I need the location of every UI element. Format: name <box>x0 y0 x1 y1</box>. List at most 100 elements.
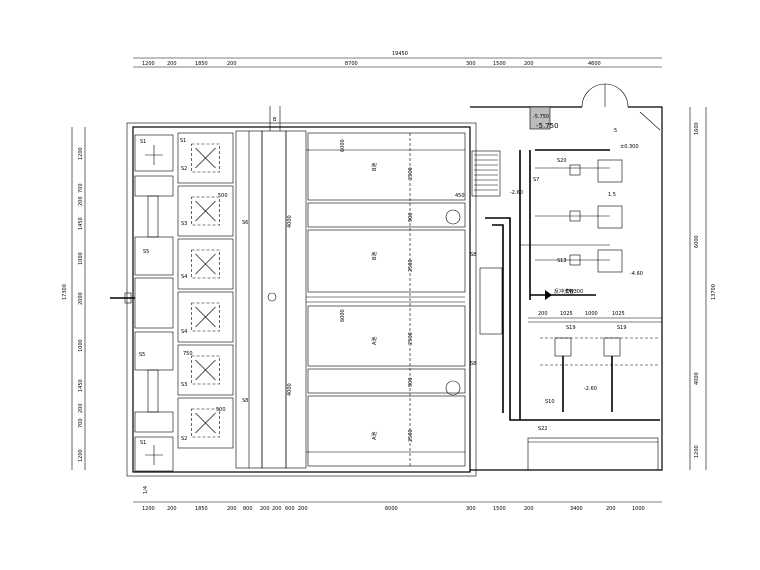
top-dim-6: 300 <box>466 61 476 67</box>
bot-dim-15: 200 <box>606 506 616 512</box>
left-chamber-column: S1 S1 S5 S5 <box>110 134 174 472</box>
label-s3-bottom: S3 <box>181 382 187 388</box>
bot-dim-2: 200 <box>167 506 177 512</box>
tank-hopper <box>191 249 220 279</box>
top-total-dim: 19450 <box>392 51 408 57</box>
tank-hopper <box>191 355 220 385</box>
room-dim-1025-2: 1025 <box>612 311 625 317</box>
label-s4-top: S4 <box>181 274 187 280</box>
pipe-gallery: -5.750 -5.750 ±0.300 5 1.5 -4.60 -2.60 -… <box>445 83 662 471</box>
label-s3-top: S3 <box>181 221 187 227</box>
label-s7: S7 <box>533 177 539 183</box>
label-b-top: B <box>273 117 277 123</box>
cell-label-b2: B池 <box>371 252 378 260</box>
channel-dim-4000-2: 4000 <box>287 383 293 396</box>
label-s1-bottom: S1 <box>140 440 146 446</box>
left-dim-7: 1000 <box>78 339 84 352</box>
cell-dim-900-1: 900 <box>408 212 414 222</box>
bot-dim-8: 600 <box>285 506 295 512</box>
tank-cell <box>177 291 234 343</box>
dn-label: DN300 <box>566 289 583 295</box>
room-dim-1025-1: 1025 <box>560 311 573 317</box>
tank-cross-line <box>195 147 216 169</box>
cell-dim-2500-2: 2500 <box>408 259 414 272</box>
bot-dim-16: 1000 <box>632 506 645 512</box>
dim-500-top: 500 <box>218 193 228 199</box>
left-dimension-chain: 17300 1200 700 200 1450 1000 2000 1000 1… <box>62 127 86 470</box>
right-dim-4: 1200 <box>694 445 700 458</box>
top-dim-1: 1200 <box>142 61 155 67</box>
top-dim-7: 1500 <box>493 61 506 67</box>
cell-dim-2500-3: 2500 <box>408 332 414 345</box>
channel-column: S6 S8 B <box>235 106 307 469</box>
left-dim-9: 200 <box>78 403 84 413</box>
bot-dim-11: 300 <box>466 506 476 512</box>
level-low-1: -2.60 <box>510 190 523 196</box>
label-s13: S13 <box>557 258 567 264</box>
left-dim-5: 1000 <box>78 252 84 265</box>
top-dim-8: 200 <box>524 61 534 67</box>
num-1-5: 1.5 <box>608 192 616 198</box>
label-s20-1: S20 <box>557 158 567 164</box>
left-dim-1: 1200 <box>78 147 84 160</box>
label-s19-2: S19 <box>617 325 627 331</box>
label-s22: S22 <box>538 426 548 432</box>
top-dimension-chain: 19450 1200 200 1850 200 8700 300 1500 20… <box>133 51 662 68</box>
top-dim-2: 200 <box>167 61 177 67</box>
square-tanks: S1 S2 S3 S4 S4 S3 S2 500 500 750 <box>177 132 234 449</box>
top-dim-4: 200 <box>227 61 237 67</box>
tank-hopper <box>191 408 220 438</box>
right-dim-1: 1600 <box>694 122 700 135</box>
axis-label-bottom: 1/4 <box>143 486 149 494</box>
label-s5-bottom: S5 <box>139 352 145 358</box>
right-dimension-chain: 13700 1600 6000 4000 1200 <box>689 107 717 470</box>
channel-dim-6000-2: 6000 <box>340 309 346 322</box>
cell-dim-900-2: 900 <box>408 377 414 387</box>
channel-dim-6000-1: 6000 <box>340 139 346 152</box>
high-level-box <box>529 106 551 130</box>
label-s10: S10 <box>545 399 555 405</box>
right-dim-2: 6000 <box>694 235 700 248</box>
tank-hopper <box>191 143 220 173</box>
tank-cross-line <box>195 253 216 275</box>
bot-dim-7: 200 <box>272 506 282 512</box>
room-dim-200: 200 <box>538 311 548 317</box>
right-dim-3: 4000 <box>694 372 700 385</box>
cell-dim-2500-4: 2500 <box>408 429 414 442</box>
tank-cross-line <box>195 200 216 222</box>
bot-dim-3: 1850 <box>195 506 208 512</box>
num-5-top: 5 <box>614 128 617 134</box>
bottom-dimension-chain: 1200 200 1850 200 800 200 200 600 200 60… <box>133 486 662 512</box>
tank-cell <box>177 132 234 184</box>
left-total-dim: 17300 <box>62 284 68 300</box>
tank-hopper <box>191 302 220 332</box>
level-low3: -4.60 <box>630 271 643 277</box>
label-s6: S6 <box>242 220 248 226</box>
tank-cell <box>177 397 234 449</box>
left-dim-10: 700 <box>78 418 84 428</box>
label-s4-bottom: S4 <box>181 329 187 335</box>
bot-dim-1: 1200 <box>142 506 155 512</box>
dn-cn-label: 反冲洗管 <box>554 288 574 295</box>
bot-dim-5: 800 <box>243 506 253 512</box>
label-s8-right-1: S8 <box>470 252 476 258</box>
top-dim-5: 8700 <box>345 61 358 67</box>
left-dim-8: 1450 <box>78 379 84 392</box>
top-dim-9: 4600 <box>588 61 601 67</box>
bot-dim-9: 200 <box>298 506 308 512</box>
left-dim-3: 200 <box>78 196 84 206</box>
bot-dim-4: 200 <box>227 506 237 512</box>
tank-hopper <box>191 196 220 226</box>
label-s5-top: S5 <box>143 249 149 255</box>
dim-750: 750 <box>183 351 193 357</box>
tank-cross-line <box>195 359 216 381</box>
cell-label-a2: A池 <box>371 432 378 440</box>
level-low-2: -2.60 <box>584 386 597 392</box>
label-s2-top: S2 <box>181 166 187 172</box>
level-mid-label: ±0.300 <box>620 144 639 150</box>
cell-dim-2500-1: 2500 <box>408 167 414 180</box>
tank-cross-line <box>195 306 216 328</box>
level-high-label: -5.750 <box>533 114 549 120</box>
label-s8-left: S8 <box>242 398 248 404</box>
